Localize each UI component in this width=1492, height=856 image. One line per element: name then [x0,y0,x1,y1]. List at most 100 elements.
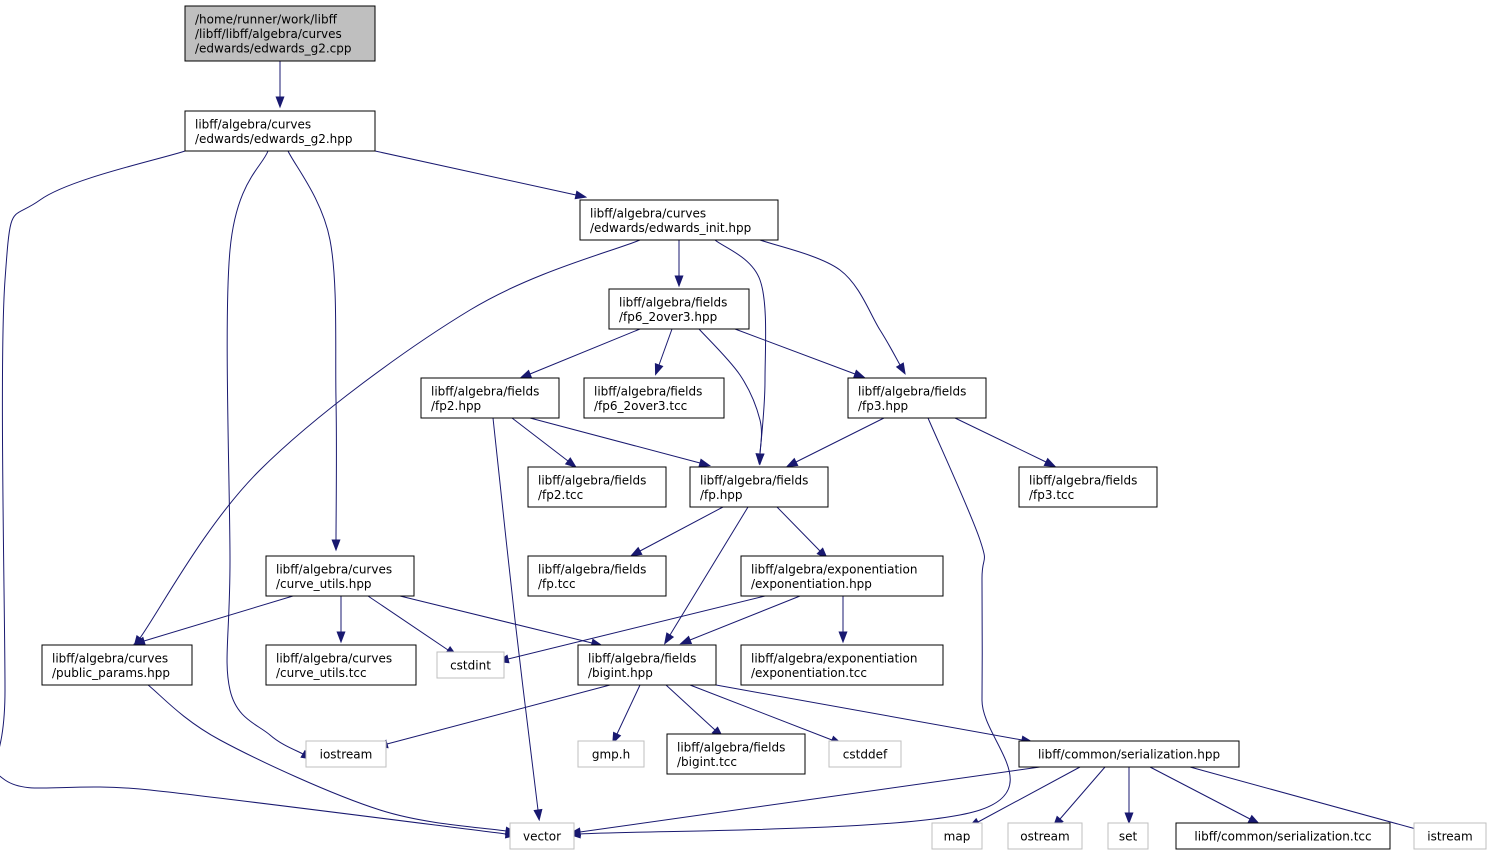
node-box [828,740,902,768]
edge-serialization_hpp-to-set [1124,767,1134,825]
node-bigint-tcc[interactable]: libff/algebra/fields/bigint.tcc [666,733,806,775]
node-fp3-hpp[interactable]: libff/algebra/fields/fp3.hpp [847,377,987,419]
node-fp-tcc[interactable]: libff/algebra/fields/fp.tcc [527,555,667,597]
edge-fp2_hpp-to-fp_hpp [529,417,712,468]
node-curve-utils-hpp[interactable]: libff/algebra/curves/curve_utils.hpp [265,555,415,597]
node-box [847,377,987,419]
node-label-line: libff/algebra/fields [588,651,696,665]
edge-fp_hpp-to-exponentiation_hpp [776,506,828,560]
node-edwards-init-hpp[interactable]: libff/algebra/curves/edwards/edwards_ini… [579,199,779,241]
node-fp2-tcc[interactable]: libff/algebra/fields/fp2.tcc [527,466,667,508]
node-bigint-hpp[interactable]: libff/algebra/fields/bigint.hpp [577,644,717,686]
arrowhead [698,458,712,468]
node-gmp-h[interactable]: gmp.h [577,740,645,768]
edge-serialization_hpp-to-map [967,766,1081,828]
arrowhead [574,190,588,200]
node-box [265,644,417,686]
edge-root-to-edwards_g2_hpp [275,61,285,109]
node-label-line: iostream [320,748,373,762]
edge-bigint_hpp-to-iostream [375,684,611,749]
arrowhead [629,546,643,557]
edge-exponentiation_hpp-to-exponentiation_tcc [838,596,848,644]
edges-layer [0,61,1427,839]
node-label-line: libff/algebra/fields [538,562,646,576]
node-label-line: libff/algebra/exponentiation [751,651,917,665]
node-label-line: /fp6_2over3.tcc [594,399,687,413]
node-label-line: /fp2.tcc [538,488,583,502]
node-box [527,466,667,508]
node-label-line: /fp2.hpp [431,399,481,413]
node-cstddef[interactable]: cstddef [828,740,902,768]
edge-curve_utils_hpp-to-bigint_hpp [399,595,604,648]
node-ostream[interactable]: ostream [1007,822,1083,850]
node-fp2-hpp[interactable]: libff/algebra/fields/fp2.hpp [420,377,560,419]
node-iostream[interactable]: iostream [305,740,387,768]
edge-fp2_hpp-to-vector [492,417,543,822]
node-box [527,555,667,597]
node-root: /home/runner/work/libff/libff/libff/alge… [184,5,376,62]
node-cstdint[interactable]: cstdint [436,651,505,679]
arrowhead [133,636,146,646]
node-exponentiation-tcc[interactable]: libff/algebra/exponentiation/exponentiat… [740,644,944,686]
node-label-line: set [1119,830,1138,844]
arrowhead [895,362,906,375]
node-label-line: /libff/libff/algebra/curves [195,27,342,41]
arrowhead [838,631,848,644]
node-fp-hpp[interactable]: libff/algebra/fields/fp.hpp [689,466,829,508]
node-box [305,740,387,768]
node-label-line: vector [523,830,561,844]
node-label-line: /fp.tcc [538,577,576,591]
arrowhead [1124,812,1134,825]
node-vector[interactable]: vector [509,822,575,850]
edge-fp3_hpp-to-fp_hpp [785,417,885,468]
arrowhead [679,635,693,645]
node-label-line: libff/common/serialization.hpp [1038,748,1220,762]
edge-fp3_hpp-to-fp3_tcc [954,417,1057,468]
node-box [740,644,944,686]
node-box [577,644,717,686]
node-label-line: libff/algebra/fields [1029,473,1137,487]
node-fp3-tcc[interactable]: libff/algebra/fields/fp3.tcc [1018,466,1158,508]
node-serialization-hpp[interactable]: libff/common/serialization.hpp [1018,740,1240,768]
node-label-line: /edwards/edwards_g2.cpp [195,42,352,56]
node-label-line: istream [1427,830,1472,844]
node-box [420,377,560,419]
arrowhead [275,96,285,109]
node-box [1107,822,1149,850]
node-fp6-2over3-tcc[interactable]: libff/algebra/fields/fp6_2over3.tcc [583,377,725,419]
node-label-line: /bigint.hpp [588,666,653,680]
edge-curve_utils_hpp-to-public_params_hpp [133,595,294,646]
node-box [509,822,575,850]
node-exponentiation-hpp[interactable]: libff/algebra/exponentiation/exponentiat… [740,555,944,597]
node-label-line: libff/algebra/fields [858,384,966,398]
edge-edwards_init_hpp-to-fp3_hpp [759,239,906,375]
node-label-line: /edwards/edwards_init.hpp [590,221,751,235]
node-fp6-2over3-hpp[interactable]: libff/algebra/fields/fp6_2over3.hpp [608,288,750,330]
node-curve-utils-tcc[interactable]: libff/algebra/curves/curve_utils.tcc [265,644,417,686]
node-public-params-hpp[interactable]: libff/algebra/curves/public_params.hpp [41,644,193,686]
edge-fp_hpp-to-fp_tcc [629,506,724,557]
edge-curve_utils_hpp-to-curve_utils_tcc [336,596,346,644]
arrowhead [785,457,799,468]
node-label-line: /public_params.hpp [52,666,170,680]
node-box [666,733,806,775]
node-label-line: libff/algebra/fields [594,384,702,398]
node-istream[interactable]: istream [1413,822,1487,850]
node-box [41,644,193,686]
node-label-line: /fp6_2over3.hpp [619,310,717,324]
arrowhead [1247,814,1261,825]
node-set[interactable]: set [1107,822,1149,850]
node-box [583,377,725,419]
node-serialization-tcc[interactable]: libff/common/serialization.tcc [1175,822,1391,850]
node-label-line: /exponentiation.hpp [751,577,872,591]
node-label-line: libff/algebra/exponentiation [751,562,917,576]
edge-edwards_g2_hpp-to-vector [0,150,518,839]
node-edwards-g2-hpp[interactable]: libff/algebra/curves/edwards/edwards_g2.… [184,110,376,152]
node-map[interactable]: map [931,822,983,850]
edge-fp2_hpp-to-fp2_tcc [511,417,578,468]
node-box [1175,822,1391,850]
arrowhead [519,369,533,379]
arrowhead [1043,457,1057,468]
edge-exponentiation_hpp-to-bigint_hpp [679,595,801,645]
